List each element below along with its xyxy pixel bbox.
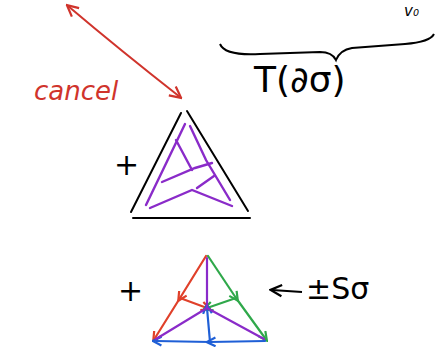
vertex-label: v₀ — [404, 4, 419, 19]
under-brace — [220, 34, 434, 60]
note-text: cancel — [34, 78, 118, 104]
formula-text: T(∂σ) — [254, 62, 346, 98]
plus-sign: + — [114, 150, 139, 180]
dual-lines — [146, 124, 232, 208]
pointer-arrow — [272, 290, 302, 292]
subdivided-triangle — [155, 256, 265, 342]
plus-sign: + — [118, 276, 143, 306]
triangle-outline — [131, 111, 250, 218]
formula-text: ±Sσ — [306, 274, 369, 304]
